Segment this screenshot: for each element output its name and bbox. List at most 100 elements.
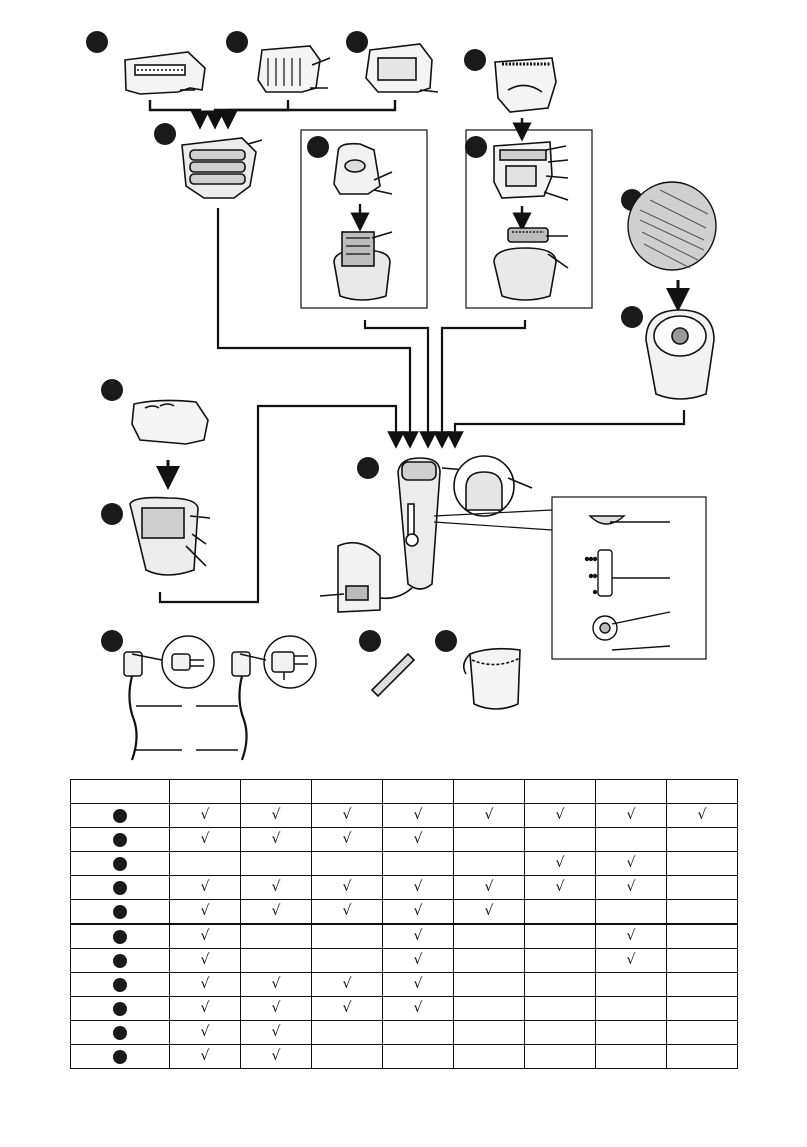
row-dot bbox=[113, 905, 127, 919]
check-mark: √ bbox=[556, 880, 565, 894]
dot-marker bbox=[464, 49, 486, 71]
table-cell bbox=[596, 973, 667, 997]
check-mark: √ bbox=[201, 1049, 210, 1063]
check-mark: √ bbox=[343, 808, 352, 822]
table-row: √√ bbox=[71, 1021, 738, 1045]
table-cell bbox=[525, 973, 596, 997]
table-cell bbox=[596, 900, 667, 925]
check-mark: √ bbox=[272, 1049, 281, 1063]
table-cell: √ bbox=[241, 1021, 312, 1045]
check-mark: √ bbox=[627, 856, 636, 870]
table-cell: √ bbox=[170, 997, 241, 1021]
dot-marker bbox=[359, 630, 381, 652]
row-dot bbox=[113, 857, 127, 871]
check-mark: √ bbox=[201, 977, 210, 991]
table-cell bbox=[667, 973, 738, 997]
table-cell: √ bbox=[454, 804, 525, 828]
zoom-lines bbox=[434, 510, 552, 530]
table-cell bbox=[667, 828, 738, 852]
check-mark: √ bbox=[414, 1001, 423, 1015]
table-cell bbox=[312, 1021, 383, 1045]
table-cell bbox=[454, 924, 525, 949]
row-marker-cell bbox=[71, 876, 170, 900]
table-cell bbox=[383, 1045, 454, 1069]
check-mark: √ bbox=[201, 929, 210, 943]
table-cell bbox=[454, 1045, 525, 1069]
dot-marker bbox=[435, 630, 457, 652]
table-cell: √ bbox=[667, 804, 738, 828]
check-mark: √ bbox=[201, 1001, 210, 1015]
check-mark: √ bbox=[201, 953, 210, 967]
table-row: √ √ √ √ √ √ √ √ bbox=[71, 804, 738, 828]
table-cell bbox=[525, 924, 596, 949]
table-row: √√√ bbox=[71, 949, 738, 973]
cooling-cap bbox=[132, 400, 208, 444]
table-cell bbox=[170, 852, 241, 876]
table-header-cell bbox=[170, 780, 241, 804]
table-header-cell bbox=[383, 780, 454, 804]
row-dot bbox=[113, 1002, 127, 1016]
check-mark: √ bbox=[272, 1001, 281, 1015]
table-cell: √ bbox=[170, 804, 241, 828]
check-mark: √ bbox=[414, 977, 423, 991]
table-cell: √ bbox=[596, 949, 667, 973]
table-cell bbox=[454, 973, 525, 997]
table-row: √√√√ bbox=[71, 973, 738, 997]
table-cell: √ bbox=[596, 924, 667, 949]
table-cell bbox=[454, 997, 525, 1021]
pedicure-attachment bbox=[130, 498, 210, 575]
table-row: √√√√ bbox=[71, 828, 738, 852]
table-cell: √ bbox=[170, 924, 241, 949]
table-cell bbox=[596, 997, 667, 1021]
check-mark: √ bbox=[414, 808, 423, 822]
table-cell: √ bbox=[170, 1045, 241, 1069]
table-cell: √ bbox=[525, 876, 596, 900]
charger-eu bbox=[124, 636, 214, 760]
trimmer-attachment bbox=[494, 228, 568, 300]
table-cell: √ bbox=[170, 828, 241, 852]
table-row: √√ bbox=[71, 1045, 738, 1069]
table-cell bbox=[667, 924, 738, 949]
table-cell: √ bbox=[170, 1021, 241, 1045]
check-mark: √ bbox=[414, 832, 423, 846]
table-header-cell bbox=[454, 780, 525, 804]
check-mark: √ bbox=[698, 808, 707, 822]
table-cell bbox=[525, 828, 596, 852]
check-mark: √ bbox=[485, 880, 494, 894]
table-header-cell bbox=[596, 780, 667, 804]
epilator-cap-1 bbox=[125, 52, 205, 94]
table-cell bbox=[312, 949, 383, 973]
row-dot bbox=[113, 809, 127, 823]
table-cell: √ bbox=[170, 900, 241, 925]
table-cell: √ bbox=[383, 900, 454, 925]
table-cell bbox=[241, 852, 312, 876]
table-cell bbox=[525, 1045, 596, 1069]
check-mark: √ bbox=[485, 808, 494, 822]
table-cell: √ bbox=[241, 973, 312, 997]
table-cell: √ bbox=[454, 900, 525, 925]
check-mark: √ bbox=[272, 808, 281, 822]
table-row: √√√√√√√ bbox=[71, 876, 738, 900]
check-mark: √ bbox=[627, 880, 636, 894]
table-cell: √ bbox=[312, 973, 383, 997]
epilator-cap-3 bbox=[366, 44, 438, 92]
connector-lines bbox=[150, 100, 522, 132]
table-header-cell bbox=[312, 780, 383, 804]
table-cell: √ bbox=[170, 949, 241, 973]
row-dot bbox=[113, 930, 127, 944]
table-cell bbox=[312, 924, 383, 949]
check-mark: √ bbox=[627, 929, 636, 943]
check-mark: √ bbox=[556, 808, 565, 822]
check-mark: √ bbox=[627, 808, 636, 822]
dot-marker bbox=[346, 31, 368, 53]
table-cell bbox=[667, 1021, 738, 1045]
table-cell: √ bbox=[241, 804, 312, 828]
table-cell: √ bbox=[241, 876, 312, 900]
table-cell bbox=[596, 828, 667, 852]
table-cell: √ bbox=[241, 1045, 312, 1069]
trimmer-comb-cap bbox=[495, 58, 556, 112]
trimmer-cap bbox=[494, 142, 568, 200]
table-cell: √ bbox=[383, 924, 454, 949]
check-mark: √ bbox=[627, 953, 636, 967]
dot-marker bbox=[307, 136, 329, 158]
